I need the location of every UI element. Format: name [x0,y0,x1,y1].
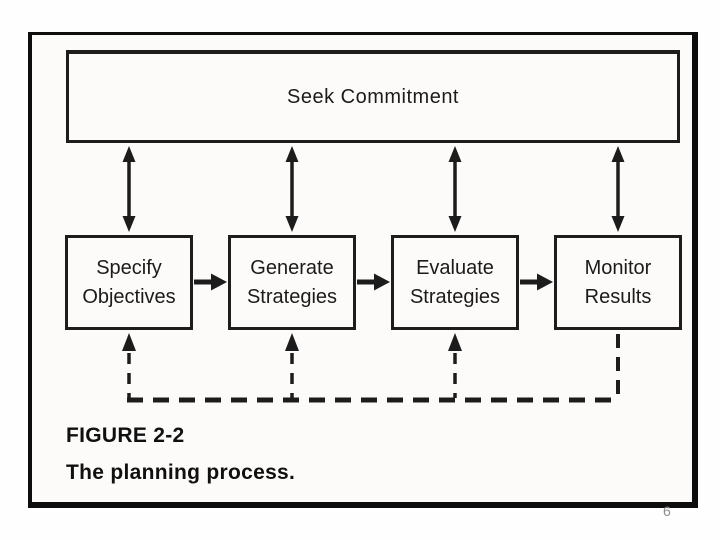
box-specify-objectives: Specify Objectives [65,235,193,330]
box-label-line: Monitor [584,256,652,279]
arrow-head [211,273,227,291]
feedback-dashed-loop [122,333,620,403]
feedback-up-arrow-3 [448,333,462,398]
box-evaluate-strategies: Evaluate Strategies [391,235,519,330]
arrow-head [537,273,553,291]
arrow-head [285,333,299,351]
bidirectional-arrow-2 [285,146,299,232]
feedback-up-arrow-2 [285,333,299,398]
arrow-heads [285,146,299,232]
figure-caption-text: The planning process. [66,461,296,484]
box-generate-strategies: Generate Strategies [228,235,356,330]
box-label-line: Objectives [82,285,176,308]
flow-arrow-1 [194,273,227,291]
arrow-heads [122,146,136,232]
arrow-head [448,333,462,351]
box-label-line: Generate [250,256,334,279]
figure-caption: FIGURE 2-2 The planning process. [66,424,295,485]
bidirectional-arrow-3 [448,146,462,232]
box-label-line: Strategies [409,285,501,308]
flow-arrow-2 [357,273,390,291]
arrow-head [122,333,136,351]
arrow-heads [448,146,462,232]
box-label-line: Results [584,285,652,308]
arrow-heads [611,146,625,232]
box-seek-commitment: Seek Commitment [66,50,680,143]
bidirectional-arrow-1 [122,146,136,232]
box-monitor-results: Monitor Results [554,235,682,330]
page-number: 6 [663,503,671,519]
arrow-head [374,273,390,291]
box-label-line: Specify [96,256,162,279]
box-label-line: Strategies [246,285,338,308]
box-seek-commitment-label: Seek Commitment [287,85,459,108]
figure-caption-label: FIGURE 2-2 [66,424,185,447]
flow-arrow-3 [520,273,553,291]
box-label-line: Evaluate [416,256,494,279]
feedback-up-arrow-1 [122,333,136,398]
bidirectional-arrow-4 [611,146,625,232]
